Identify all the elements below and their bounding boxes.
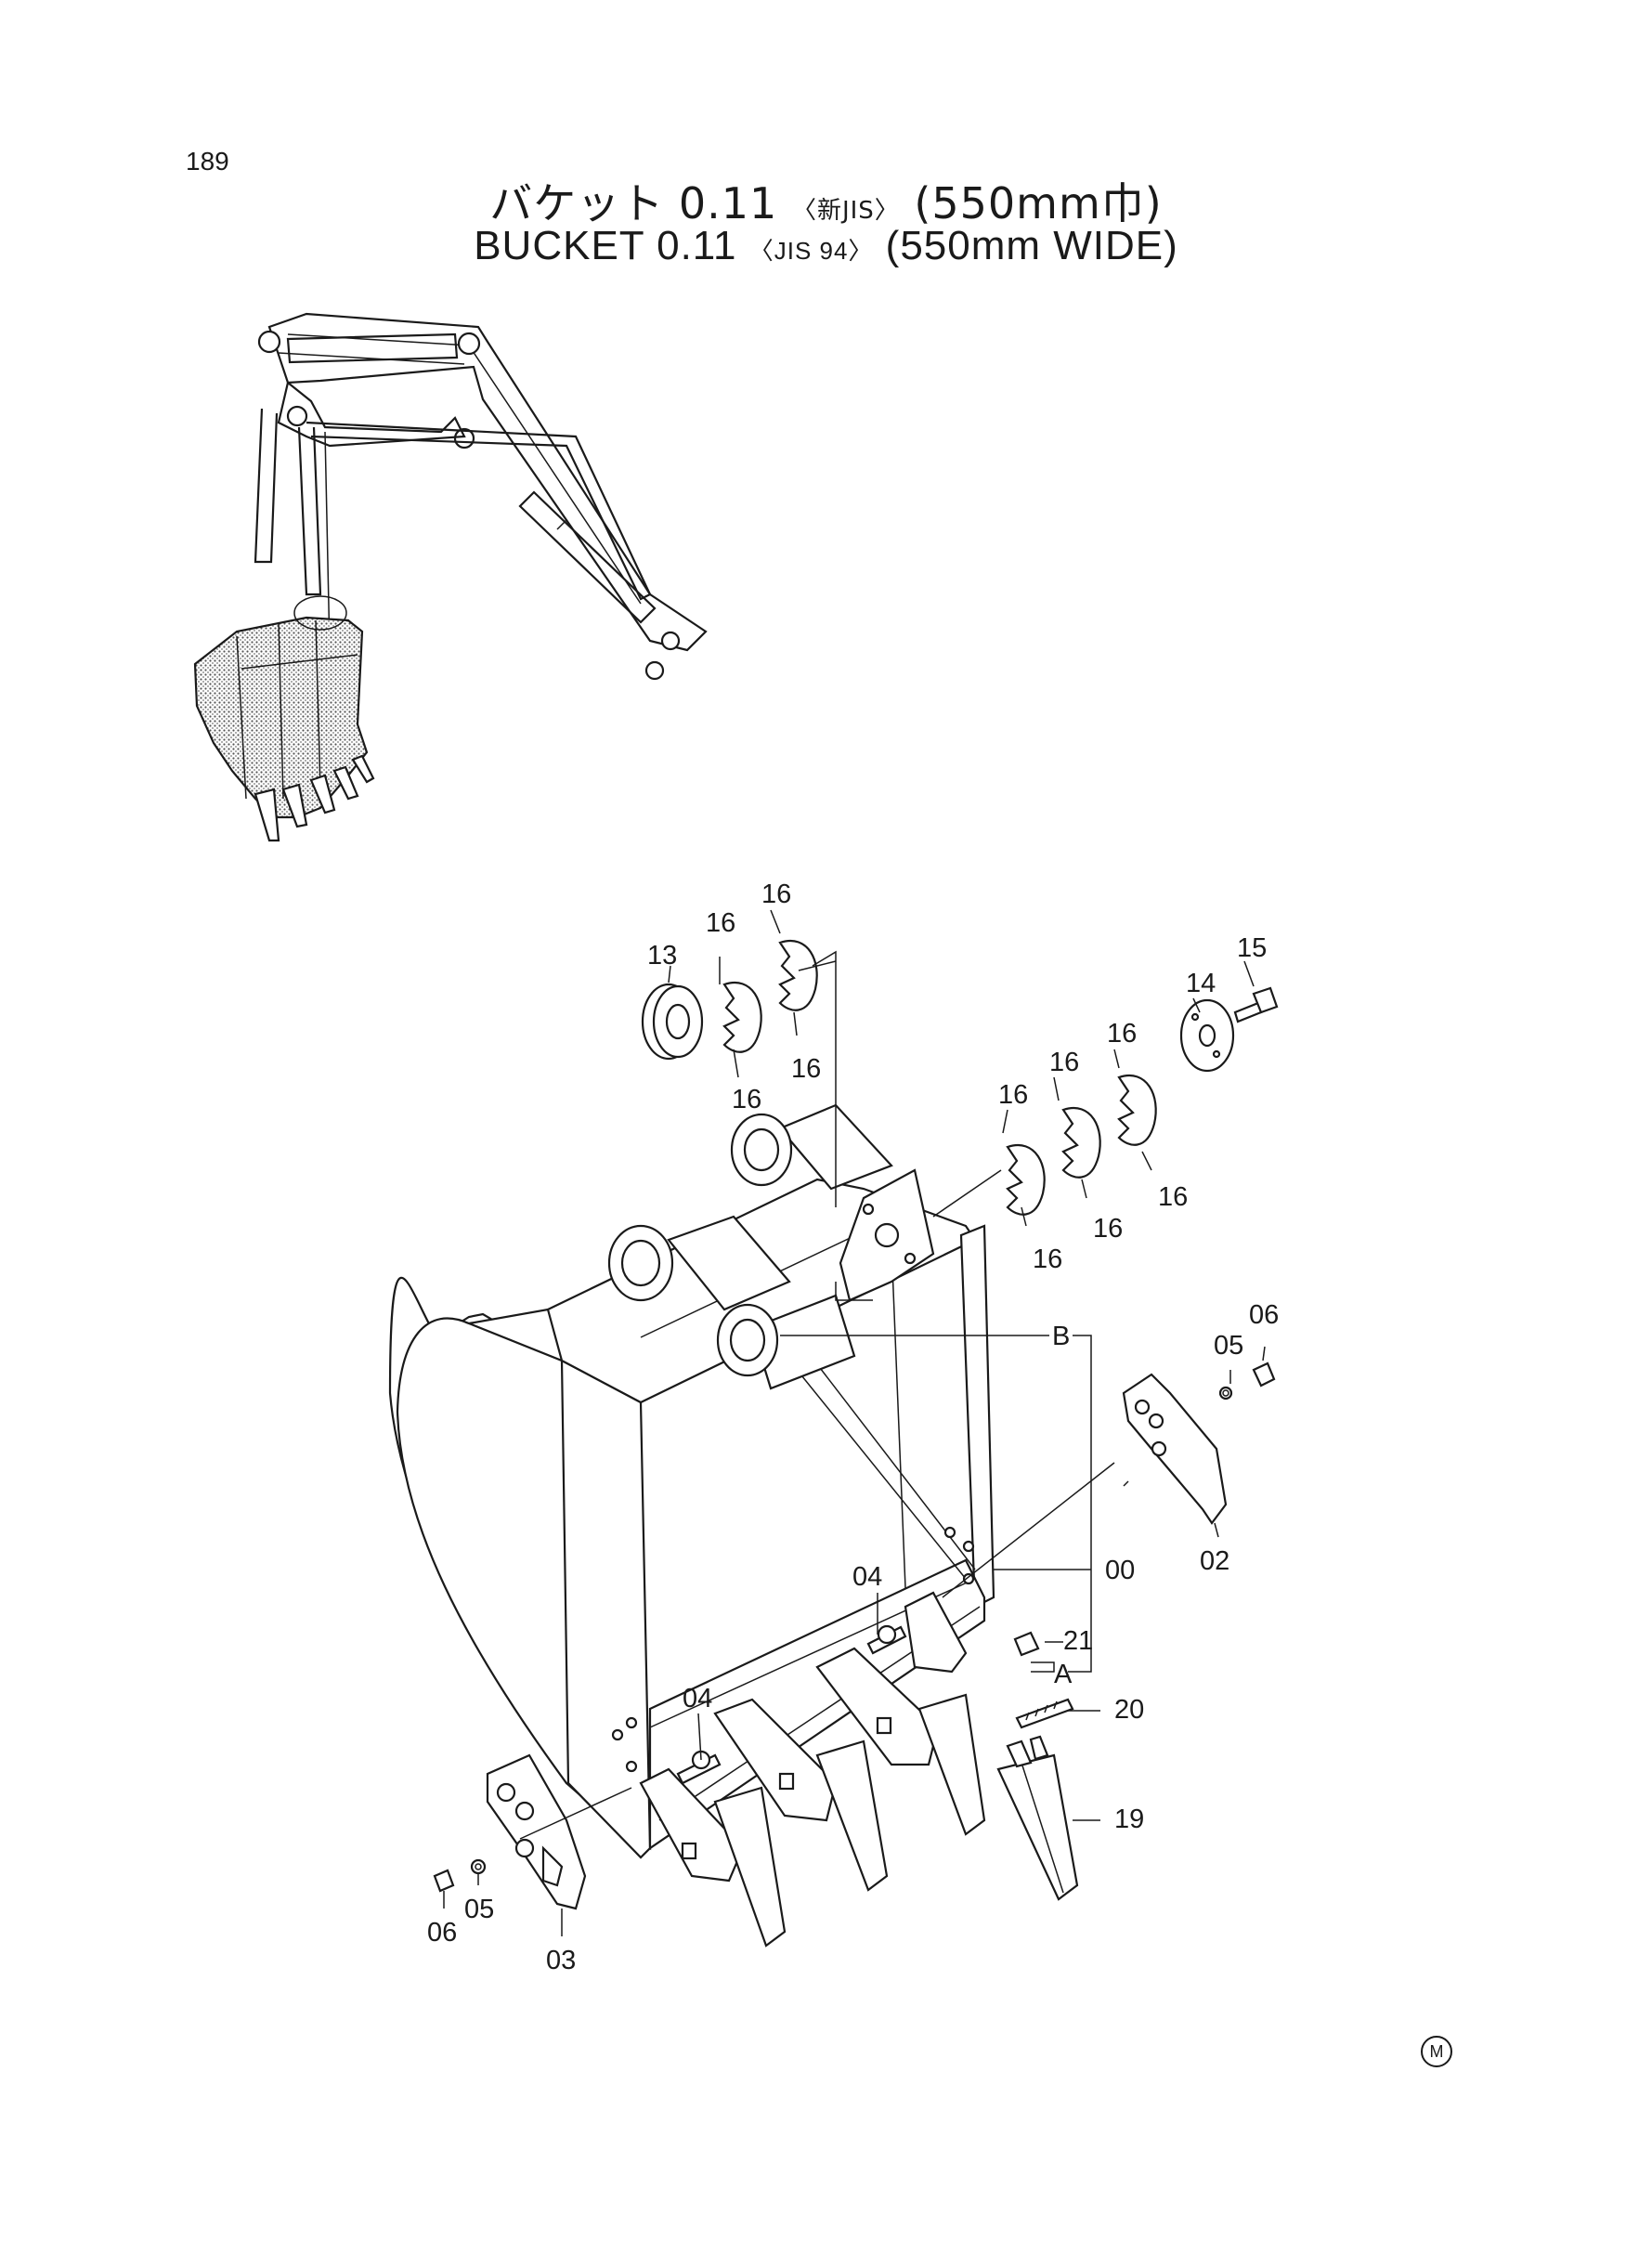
callout-13: 13 [647,941,677,971]
callout-20: 20 [1114,1695,1144,1725]
callout-16: 16 [1033,1244,1062,1274]
tooth-points [713,1693,1079,1948]
callout-B: B [1052,1322,1070,1351]
callout-16: 16 [761,879,791,909]
title-en-width: (550mm WIDE) [885,223,1178,268]
title-en-main: BUCKET 0.11 [474,223,737,268]
title-jp-spec: 〈新JIS〉 [791,197,900,225]
callout-06: 06 [1249,1300,1279,1330]
manufacturer-mark: M [1421,2036,1452,2067]
callout-16: 16 [791,1054,821,1084]
excavator-arm-overview [193,312,708,842]
title-english: BUCKET 0.11 〈JIS 94〉 (550mm WIDE) [0,223,1652,269]
callout-04: 04 [852,1562,882,1592]
callout-16: 16 [706,908,735,938]
callout-06: 06 [427,1918,457,1948]
callout-21: 21 [1063,1626,1093,1656]
callout-04: 04 [683,1684,712,1713]
title-en-spec: 〈JIS 94〉 [748,237,874,265]
title-japanese: バケット 0.11 〈新JIS〉 (550mm巾) [0,170,1652,231]
hardware [676,1624,1074,1785]
pin-hardware-exploded [641,940,1279,1216]
callout-00: 00 [1105,1556,1135,1585]
title-jp-width: (550mm巾) [914,178,1163,228]
callout-05: 05 [1214,1331,1243,1361]
callout-16: 16 [998,1080,1028,1110]
callout-16: 16 [1049,1048,1079,1077]
callout-15: 15 [1237,933,1267,963]
callout-03: 03 [546,1946,576,1975]
callout-16: 16 [1107,1019,1137,1049]
callout-16: 16 [1158,1182,1188,1212]
callout-16: 16 [732,1085,761,1114]
page-number: 189 [186,147,229,176]
callout-02: 02 [1200,1546,1229,1576]
leader-lines [443,909,1266,1936]
callout-19: 19 [1114,1804,1144,1834]
callout-05: 05 [464,1895,494,1924]
bucket-body [388,1103,995,1883]
callout-A: A [1054,1660,1073,1689]
side-cutter-right [1122,1362,1276,1525]
callout-16: 16 [1093,1214,1123,1244]
callout-14: 14 [1186,969,1216,998]
callout-labels: 13 16 16 16 16 16 16 16 16 16 16 14 15 B… [427,879,1279,1975]
title-jp-main: バケット 0.11 [489,178,778,228]
